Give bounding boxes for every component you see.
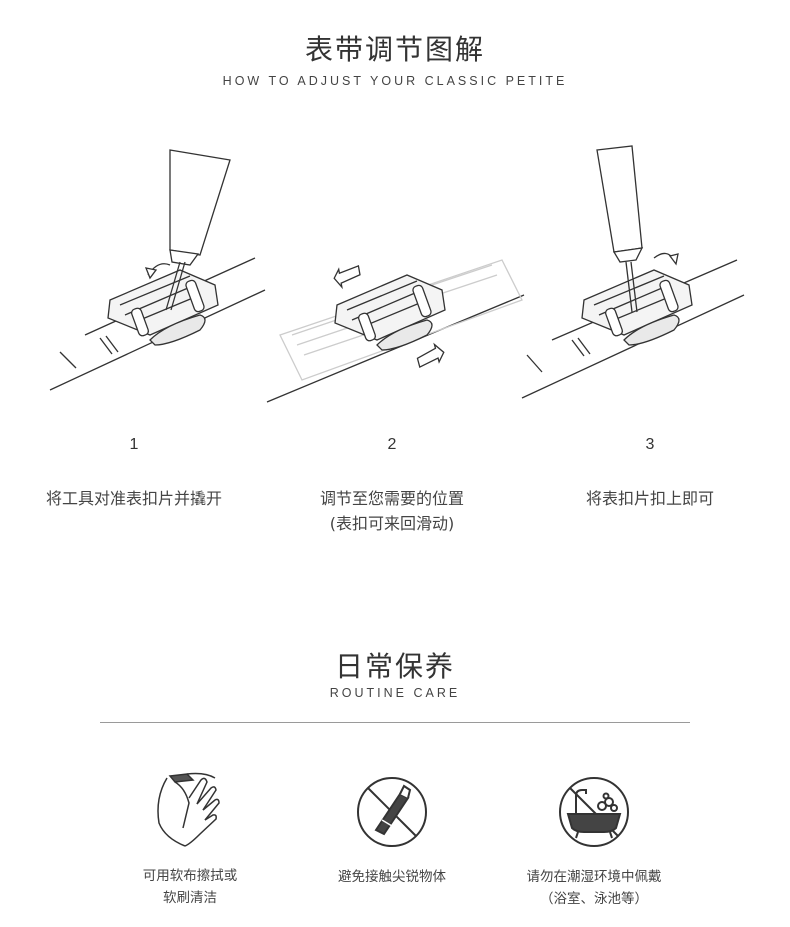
step-3-number: 3 [645, 436, 655, 453]
hand-cloth-icon [157, 772, 220, 847]
care-item-moisture: 请勿在潮湿环境中佩戴 （浴室、泳池等） [484, 772, 704, 910]
step-2-illustration [262, 240, 525, 410]
tool-pry-clasp-icon [49, 149, 266, 391]
step-2-line-1: 调节至您需要的位置 [319, 489, 464, 508]
step-1-text: 将工具对准表扣片并撬开 [4, 486, 264, 511]
step-1-line-1: 将工具对准表扣片并撬开 [45, 489, 222, 508]
step-3-text: 将表扣片扣上即可 [520, 486, 780, 511]
care-item-cleaning: 可用软布擦拭或 软刷清洁 [80, 768, 300, 909]
care-title: 日常保养 [334, 650, 455, 683]
care-divider [100, 722, 690, 723]
step-3-line-1: 将表扣片扣上即可 [585, 489, 714, 508]
step-3-illustration [512, 140, 772, 410]
no-sharp-objects-icon [357, 777, 427, 847]
slide-clasp-icon [266, 259, 525, 403]
step-1-illustration [40, 140, 300, 410]
step-2-line-2: (表扣可来回滑动) [329, 514, 455, 533]
step-1-number: 1 [129, 436, 139, 453]
close-clasp-icon [521, 145, 745, 399]
adjust-title: 表带调节图解 [304, 33, 485, 66]
step-2-text: 调节至您需要的位置 (表扣可来回滑动) [262, 486, 522, 536]
step-2-number: 2 [387, 436, 397, 453]
care-item-moisture-line-2: （浴室、泳池等） [540, 891, 648, 907]
care-subtitle: ROUTINE CARE [329, 686, 461, 700]
care-item-cleaning-text: 可用软布擦拭或 软刷清洁 [80, 865, 300, 909]
care-item-cleaning-line-1: 可用软布擦拭或 [142, 868, 238, 884]
care-item-moisture-text: 请勿在潮湿环境中佩戴 （浴室、泳池等） [484, 866, 704, 910]
adjust-subtitle: HOW TO ADJUST YOUR CLASSIC PETITE [222, 74, 568, 88]
care-item-sharp-line-1: 避免接触尖锐物体 [338, 869, 446, 885]
care-item-cleaning-line-2: 软刷清洁 [163, 890, 217, 906]
care-item-sharp: 避免接触尖锐物体 [282, 772, 502, 888]
care-item-sharp-text: 避免接触尖锐物体 [282, 866, 502, 888]
no-bath-icon [559, 777, 629, 847]
care-item-moisture-line-1: 请勿在潮湿环境中佩戴 [526, 869, 662, 885]
